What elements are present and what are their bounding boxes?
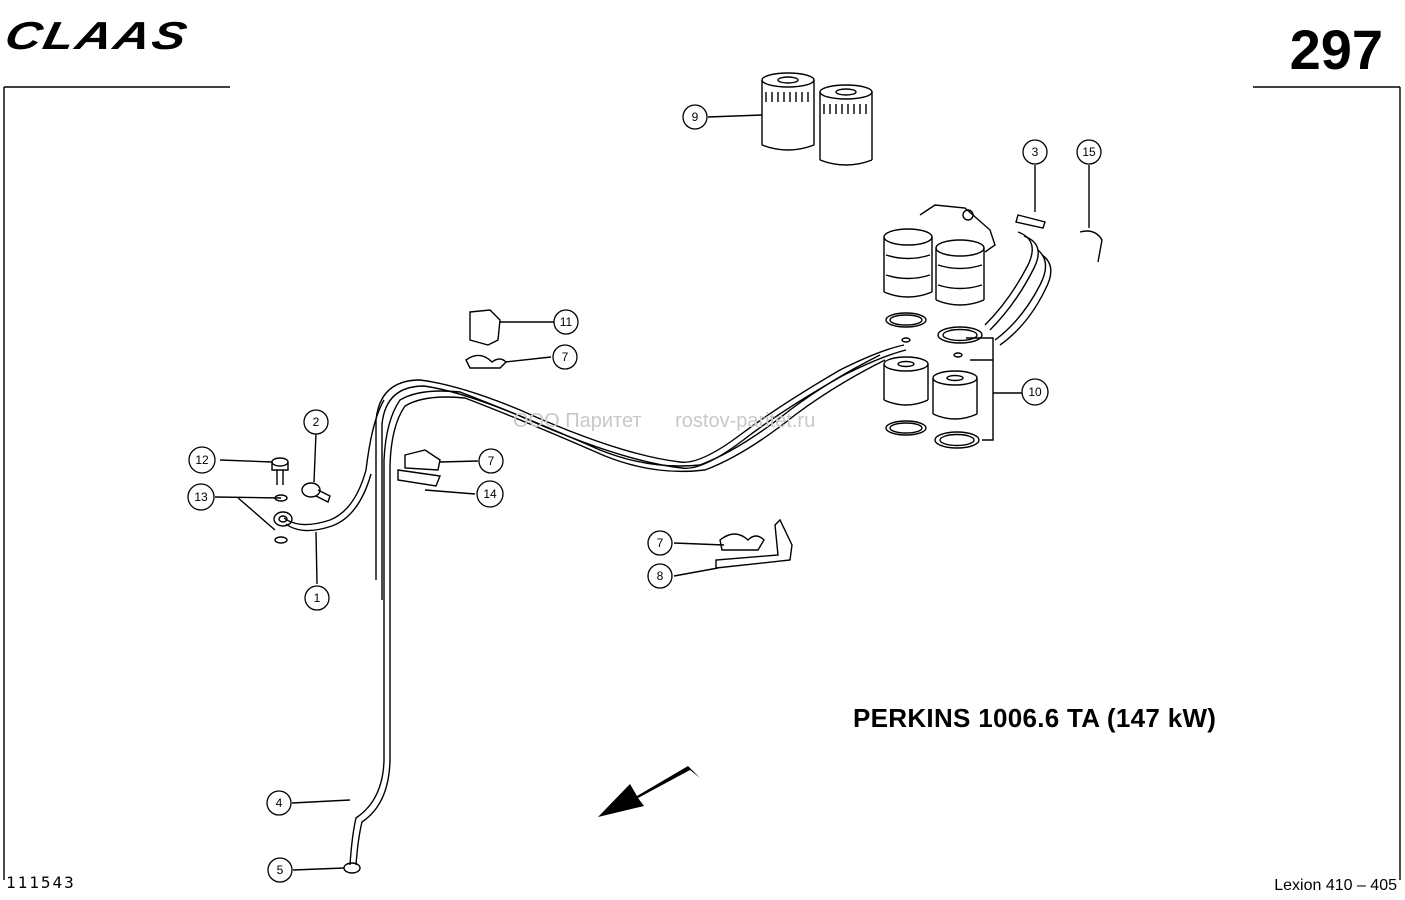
- callout-7-circle: [478, 448, 504, 474]
- fuel-pipe-bundle: [349, 231, 1052, 866]
- callout-15-circle: [1076, 139, 1102, 165]
- callout-leader-7b: [439, 460, 479, 463]
- callout-leader-7a: [504, 356, 552, 363]
- callout-label: 9: [692, 110, 699, 124]
- filter-cartridge-icon: [761, 72, 815, 151]
- seal-ring-icon: [885, 312, 927, 328]
- callout-11-circle: [553, 309, 579, 335]
- callout-label: 14: [483, 487, 497, 501]
- seal-ring-icon: [934, 431, 980, 449]
- callout-leader-8: [673, 567, 719, 577]
- callout-leader-13: [214, 496, 282, 531]
- pipe-end-icon: [1079, 230, 1103, 263]
- callout-label: 15: [1082, 145, 1096, 159]
- callout-7-circle: [552, 344, 578, 370]
- callout-leader-9: [707, 114, 763, 118]
- callout-label: 3: [1032, 145, 1039, 159]
- callout-label: 1: [314, 591, 321, 605]
- callout-leader-2: [313, 432, 317, 483]
- callout-label: 2: [313, 415, 320, 429]
- callout-12-circle: [188, 446, 216, 474]
- drawing-number: 111543: [6, 873, 76, 892]
- watermark-company: ООО Паритет: [513, 410, 642, 432]
- watermark-site: rostov-paritet.ru: [675, 410, 816, 432]
- watermark: ООО Паритет rostov-paritet.ru: [513, 410, 843, 433]
- callout-label: 11: [560, 315, 573, 329]
- callout-label: 7: [657, 536, 664, 550]
- clamp-7-icon: [404, 449, 441, 471]
- page-number: 297: [1289, 18, 1383, 81]
- o-ring-icon: [953, 352, 963, 358]
- filter-element-icon: [883, 356, 929, 406]
- callout-leader-7c: [673, 542, 725, 546]
- callout-label: 8: [657, 569, 664, 583]
- callout-10-circle: [1021, 378, 1049, 406]
- callout-7-circle: [647, 530, 673, 556]
- banjo-union-icon: [273, 511, 293, 527]
- clamp-7-icon: [719, 533, 765, 551]
- clamp-7-icon: [465, 354, 507, 369]
- model-label: Lexion 410 – 405: [1274, 877, 1397, 894]
- banjo-fitting-icon: [1015, 214, 1046, 229]
- callout-13-circle: [187, 483, 215, 511]
- bracket-11-icon: [469, 309, 501, 346]
- o-ring-icon: [901, 337, 911, 343]
- callout-1-circle: [304, 585, 330, 611]
- callout-leader-12: [219, 459, 273, 463]
- hollow-bolt-icon: [271, 457, 289, 485]
- callout-5-circle: [267, 857, 293, 883]
- callout-leader-5: [292, 867, 345, 871]
- callout-3-circle: [1022, 139, 1048, 165]
- callout-label: 7: [488, 454, 495, 468]
- callout-9-circle: [682, 104, 708, 130]
- callout-leader-10: [966, 337, 1022, 441]
- bracket-8-icon: [715, 518, 793, 569]
- engine-title: PERKINS 1006.6 TA (147 kW): [853, 703, 1217, 733]
- callout-leader-4: [291, 799, 351, 804]
- fuel-pipe-1-outline: [285, 473, 372, 532]
- filter-cartridge-icon: [819, 84, 873, 166]
- pipe-cap-icon: [343, 862, 361, 874]
- washer-icon: [274, 536, 288, 544]
- seal-ring-icon: [937, 326, 983, 344]
- callout-label: 4: [276, 796, 283, 810]
- filter-head-assembly-icon: [883, 204, 996, 306]
- callout-label: 7: [562, 350, 569, 364]
- direction-arrow-icon: [598, 766, 700, 817]
- banjo-union-icon: [301, 482, 331, 503]
- fuel-pipe-1: [283, 399, 385, 526]
- bracket-14-icon: [397, 469, 441, 487]
- callout-leader-1: [315, 531, 318, 585]
- callout-label: 10: [1028, 385, 1042, 399]
- callout-leader-14: [424, 489, 476, 495]
- callout-4-circle: [266, 790, 292, 816]
- callout-8-circle: [647, 563, 673, 589]
- filter-element-icon: [932, 370, 978, 420]
- callout-label: 12: [195, 453, 209, 467]
- callout-14-circle: [476, 480, 504, 508]
- callout-2-circle: [303, 409, 329, 435]
- callout-label: 5: [277, 863, 284, 877]
- callout-label: 13: [194, 490, 208, 504]
- seal-ring-icon: [885, 420, 927, 436]
